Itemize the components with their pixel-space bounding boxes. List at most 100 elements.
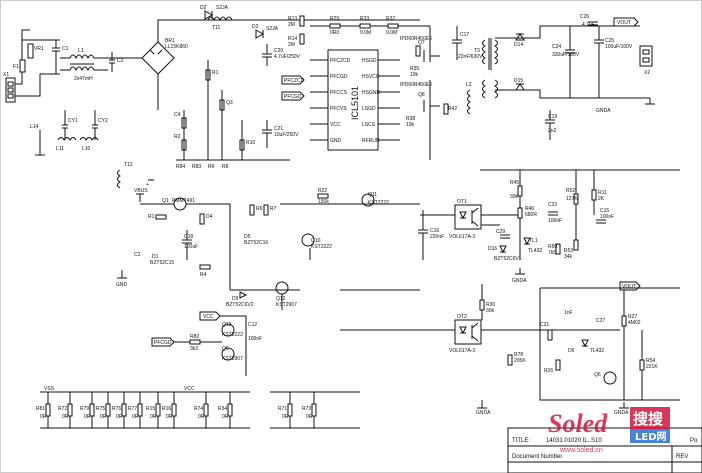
svg-text:R53: R53 bbox=[564, 248, 573, 254]
svg-text:TL432: TL432 bbox=[528, 248, 542, 254]
bus-capacitor: C17 22nF/630V bbox=[452, 26, 483, 60]
svg-text:D14: D14 bbox=[514, 42, 523, 48]
svg-text:0R0: 0R0 bbox=[330, 30, 339, 36]
svg-text:PMMT491: PMMT491 bbox=[172, 198, 195, 204]
svg-text:C29: C29 bbox=[496, 229, 505, 235]
svg-text:R8: R8 bbox=[222, 164, 229, 170]
svg-text:R29: R29 bbox=[330, 16, 339, 22]
svg-text:Q13: Q13 bbox=[222, 322, 232, 328]
svg-text:R11: R11 bbox=[598, 190, 607, 196]
x1-label: X1 bbox=[3, 72, 9, 78]
svg-text:R1: R1 bbox=[148, 214, 155, 220]
svg-text:10k: 10k bbox=[406, 122, 415, 128]
svg-text:D1: D1 bbox=[152, 254, 159, 260]
svg-text:R4: R4 bbox=[200, 272, 207, 278]
svg-text:R9: R9 bbox=[208, 164, 215, 170]
output-rectifiers: D14 D15 bbox=[495, 25, 650, 99]
svg-text:34k: 34k bbox=[564, 254, 573, 260]
svg-text:VCC: VCC bbox=[330, 122, 341, 128]
main-transformer: T3 bbox=[474, 38, 498, 99]
svg-text:L10: L10 bbox=[82, 146, 91, 152]
svg-text:R84: R84 bbox=[176, 164, 185, 170]
svg-text:C12: C12 bbox=[248, 322, 257, 328]
svg-text:LSGD: LSGD bbox=[362, 106, 376, 112]
svg-text:IPD60R450E6: IPD60R450E6 bbox=[400, 36, 432, 42]
svg-text:4.7uF: 4.7uF bbox=[582, 22, 595, 28]
svg-text:R52: R52 bbox=[566, 188, 575, 194]
svg-text:C2: C2 bbox=[134, 252, 141, 258]
svg-text:D3: D3 bbox=[252, 24, 259, 30]
bottom-resistor-value: 0R bbox=[132, 414, 139, 420]
svg-text:R42: R42 bbox=[448, 106, 457, 112]
output-gnd: GNDA bbox=[596, 98, 655, 114]
svg-text:30k: 30k bbox=[510, 194, 519, 200]
svg-text:S2JA: S2JA bbox=[216, 5, 229, 11]
bottom-resistor-ref: R15 bbox=[146, 406, 155, 412]
svg-text:R78: R78 bbox=[514, 352, 523, 358]
svg-text:3k3: 3k3 bbox=[190, 346, 198, 352]
vcc-net: VBUS + bbox=[134, 179, 154, 202]
r42-resistor: R42 bbox=[443, 103, 457, 115]
bottom-resistor-value: 0R bbox=[198, 414, 205, 420]
svg-text:L2: L2 bbox=[466, 82, 472, 88]
vout-flag: VOUT bbox=[613, 17, 639, 27]
svg-text:Soled: Soled bbox=[548, 409, 608, 438]
svg-text:C21: C21 bbox=[274, 126, 283, 132]
vcc-flag: VCC bbox=[199, 311, 221, 321]
bottom-resistor-value: 0R bbox=[40, 414, 47, 420]
fuse: F1 bbox=[13, 59, 26, 73]
svg-text:KST2222: KST2222 bbox=[222, 332, 243, 338]
svg-text:22nF/630V: 22nF/630V bbox=[458, 54, 483, 60]
svg-text:T3: T3 bbox=[474, 48, 480, 54]
svg-text:GND: GND bbox=[116, 282, 128, 288]
svg-text:R30: R30 bbox=[486, 302, 495, 308]
svg-text:127K: 127K bbox=[566, 196, 578, 202]
svg-text:Q8: Q8 bbox=[418, 92, 425, 98]
svg-text:100uF/100V: 100uF/100V bbox=[605, 44, 633, 50]
svg-text:C4: C4 bbox=[174, 112, 181, 118]
dimming-gnd: GNDA GNDA bbox=[476, 400, 629, 416]
varistor: VR1 bbox=[27, 43, 44, 59]
svg-text:PFCGD: PFCGD bbox=[330, 74, 348, 80]
bottom-resistor-value: 0R bbox=[166, 414, 173, 420]
svg-text:CY2: CY2 bbox=[98, 118, 108, 124]
svg-text:KST2907: KST2907 bbox=[276, 302, 297, 308]
svg-text:BZT52C16: BZT52C16 bbox=[244, 240, 268, 246]
svg-text:GNDA: GNDA bbox=[614, 410, 629, 416]
svg-text:R6: R6 bbox=[256, 206, 263, 212]
svg-text:VOL617A-3: VOL617A-3 bbox=[449, 234, 475, 240]
svg-text:Q7: Q7 bbox=[418, 40, 425, 46]
svg-text:BR1: BR1 bbox=[165, 38, 175, 44]
svg-text:T12: T12 bbox=[124, 162, 133, 168]
svg-text:Po: Po bbox=[690, 438, 698, 444]
svg-text:BZT52C6V2: BZT52C6V2 bbox=[226, 302, 254, 308]
svg-text:C2: C2 bbox=[117, 58, 124, 64]
svg-text:R45: R45 bbox=[510, 180, 519, 186]
svg-text:VR1: VR1 bbox=[34, 46, 44, 52]
input-connector: X1 bbox=[3, 72, 16, 103]
svg-text:HSVCC: HSVCC bbox=[362, 74, 380, 80]
zener-d16: D16 BZT52C6V1 bbox=[488, 245, 522, 262]
svg-text:1nF: 1nF bbox=[564, 310, 573, 316]
svg-text:VOUT: VOUT bbox=[622, 284, 636, 290]
svg-text:9.0M: 9.0M bbox=[360, 30, 371, 36]
svg-text:R50: R50 bbox=[548, 244, 557, 250]
svg-text:OT1: OT1 bbox=[457, 199, 467, 205]
svg-text:C18: C18 bbox=[184, 234, 193, 240]
svg-text:C20: C20 bbox=[274, 48, 283, 54]
x-capacitor: C1 bbox=[52, 40, 69, 74]
svg-text:30k: 30k bbox=[486, 308, 495, 314]
svg-text:R38: R38 bbox=[406, 116, 415, 122]
